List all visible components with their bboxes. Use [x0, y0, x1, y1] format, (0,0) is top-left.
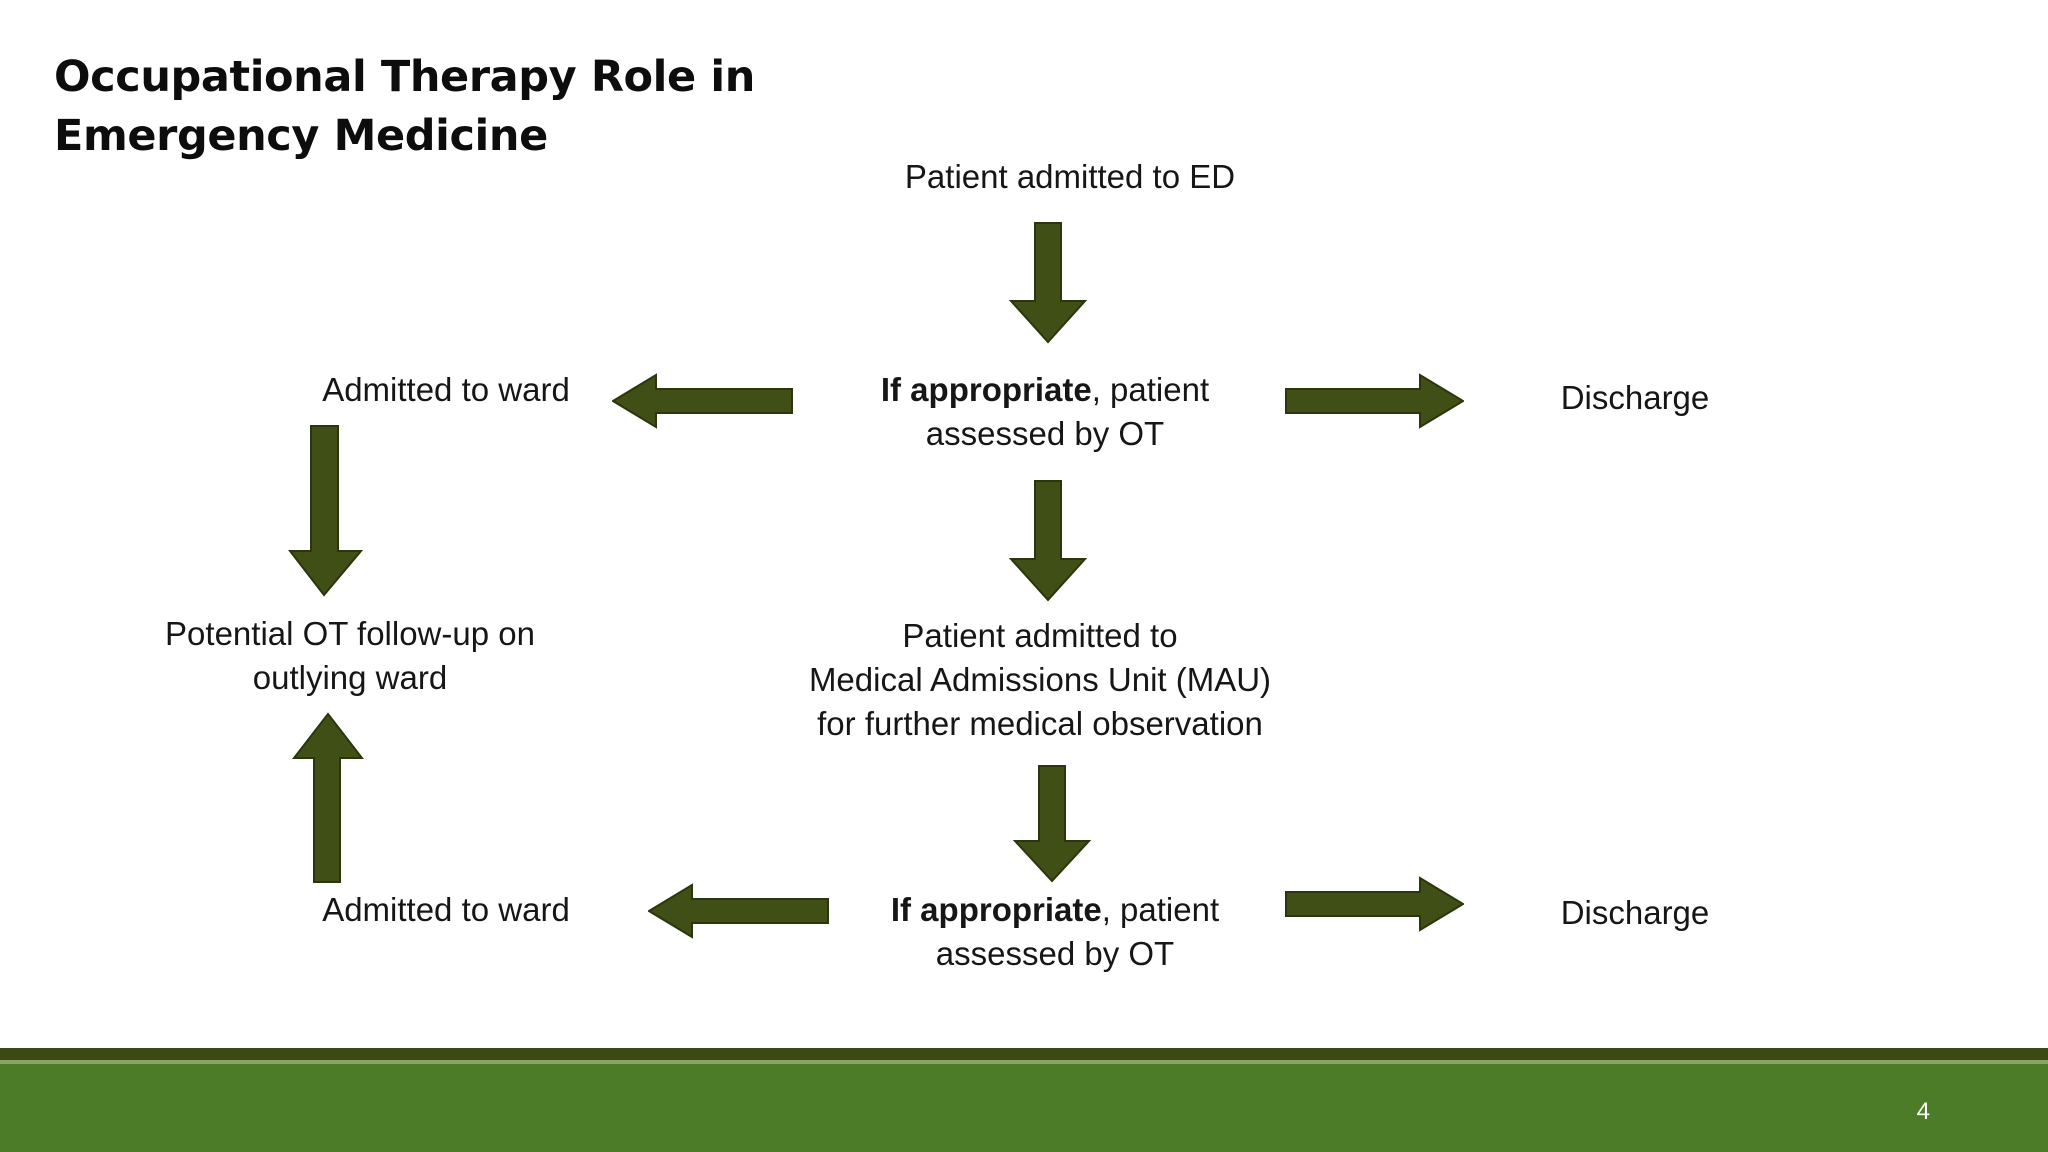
- flow-node-1-bold-prefix: If appropriate: [880, 371, 1092, 408]
- arrow-down-ward-to-followup-icon: [288, 425, 364, 597]
- arrow-right-assessment-to-discharge-icon: [1284, 372, 1464, 430]
- arrow-right-assessment2-to-discharge-icon: [1284, 875, 1464, 933]
- footer-rule-line: [0, 1060, 2048, 1066]
- flow-node-patient-admitted-to-ed: Patient admitted to ED: [904, 158, 1236, 195]
- flow-node-potential-ot-follow-up: Potential OT follow-up on outlying ward: [165, 615, 535, 696]
- flow-node-2-bold-prefix: If appropriate: [890, 891, 1102, 928]
- arrow-down-assessment-to-mau-icon: [1008, 480, 1088, 602]
- page-number: 4: [1916, 1098, 1930, 1125]
- flow-node-medical-admissions-unit: Patient admitted to Medical Admissions U…: [808, 617, 1272, 742]
- flow-node-1-rest: , patient assessed by OT: [925, 371, 1210, 452]
- arrow-down-ed-to-assessment-icon: [1008, 222, 1088, 344]
- arrow-left-assessment-to-ward-icon: [612, 372, 794, 430]
- arrow-down-mau-to-assessment-icon: [1012, 765, 1092, 883]
- flow-node-if-appropriate-assessed-by-ot-2: If appropriate, patient assessed by OT: [840, 888, 1270, 976]
- footer-bar: [0, 1064, 2048, 1152]
- footer-accent-strip: [0, 1048, 2048, 1060]
- arrow-left-assessment2-to-ward2-icon: [648, 882, 830, 940]
- flow-node-admitted-to-ward-2: Admitted to ward: [322, 891, 570, 928]
- flow-node-discharge-1: Discharge: [1560, 379, 1710, 416]
- flow-node-discharge-2: Discharge: [1560, 894, 1710, 931]
- flow-node-2-rest: , patient assessed by OT: [935, 891, 1220, 972]
- arrow-up-ward2-to-followup-icon: [292, 712, 364, 884]
- flow-node-admitted-to-ward-1: Admitted to ward: [322, 371, 570, 408]
- flow-node-if-appropriate-assessed-by-ot-1: If appropriate, patient assessed by OT: [830, 368, 1260, 456]
- page-title: Occupational Therapy Role in Emergency M…: [54, 52, 755, 162]
